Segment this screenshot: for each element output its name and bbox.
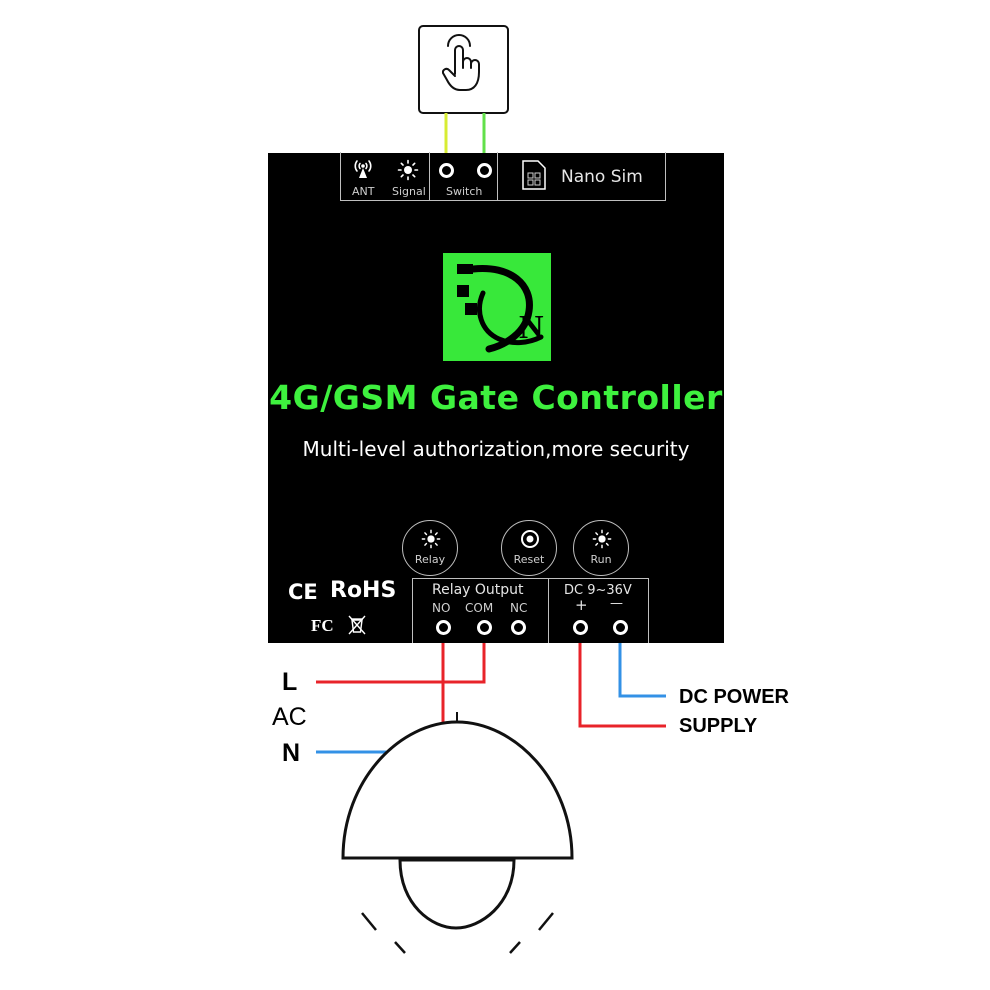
relay-output-title: Relay Output	[432, 582, 524, 598]
relay-com-terminal[interactable]	[477, 620, 492, 635]
line-label: L	[282, 668, 298, 696]
relay-nc-label: NC	[510, 601, 528, 615]
switch-terminal-2[interactable]	[477, 163, 492, 178]
neutral-label: N	[282, 739, 301, 767]
run-led: Run	[573, 520, 629, 576]
top-connector-panel	[340, 152, 666, 201]
product-title: 4G/GSM Gate Controller	[269, 378, 723, 417]
weee-bin-icon	[348, 615, 366, 635]
run-led-icon	[592, 529, 612, 549]
nano-sim-label: Nano Sim	[561, 167, 643, 187]
hand-pointer-icon	[441, 34, 480, 91]
dc-plus-wire	[578, 628, 666, 728]
relay-led-icon	[421, 529, 441, 549]
gate-controller-device: ANT Signal Switch Nano Sim	[268, 152, 724, 643]
relay-led-label: Relay	[414, 553, 446, 566]
brand-logo: N	[443, 253, 551, 361]
relay-led: Relay	[402, 520, 458, 576]
logo-mark-icon	[457, 264, 544, 353]
relay-nc-terminal[interactable]	[511, 620, 526, 635]
dc-power-label: DC POWER	[679, 686, 789, 708]
panel-divider	[497, 152, 498, 200]
dc-plus-label: +	[575, 596, 588, 614]
panel-divider	[429, 152, 430, 200]
relay-no-label: NO	[432, 601, 451, 615]
dc-minus-wire	[618, 628, 666, 698]
sim-card-icon	[522, 160, 546, 190]
rohs-mark: RoHS	[330, 578, 397, 603]
run-led-label: Run	[590, 553, 612, 566]
relay-com-label: COM	[465, 601, 494, 615]
relay-com-wire	[316, 628, 486, 684]
fc-mark: FC	[311, 616, 334, 635]
product-subtitle: Multi-level authorization,more security	[302, 437, 690, 461]
signal-label: Signal	[392, 185, 426, 198]
signal-led-icon	[397, 159, 419, 181]
dc-minus-terminal[interactable]	[613, 620, 628, 635]
antenna-icon	[354, 160, 372, 178]
push-button-box	[418, 25, 509, 114]
reset-button-icon	[521, 530, 539, 548]
relay-no-terminal[interactable]	[436, 620, 451, 635]
dc-voltage-label: DC 9~36V	[564, 583, 632, 598]
reset-button[interactable]: Reset	[501, 520, 557, 576]
lamp-drawing	[341, 712, 574, 954]
ac-label: AC	[272, 703, 307, 731]
dc-minus-label: —	[610, 596, 623, 611]
switch-label: Switch	[446, 185, 483, 198]
ce-mark: CE	[288, 580, 318, 604]
switch-terminal-1[interactable]	[439, 163, 454, 178]
logo-letter: N	[519, 309, 544, 346]
dc-plus-terminal[interactable]	[573, 620, 588, 635]
dc-input-panel	[548, 578, 649, 643]
supply-label: SUPPLY	[679, 715, 758, 737]
ant-label: ANT	[352, 185, 375, 198]
reset-label: Reset	[513, 553, 545, 566]
